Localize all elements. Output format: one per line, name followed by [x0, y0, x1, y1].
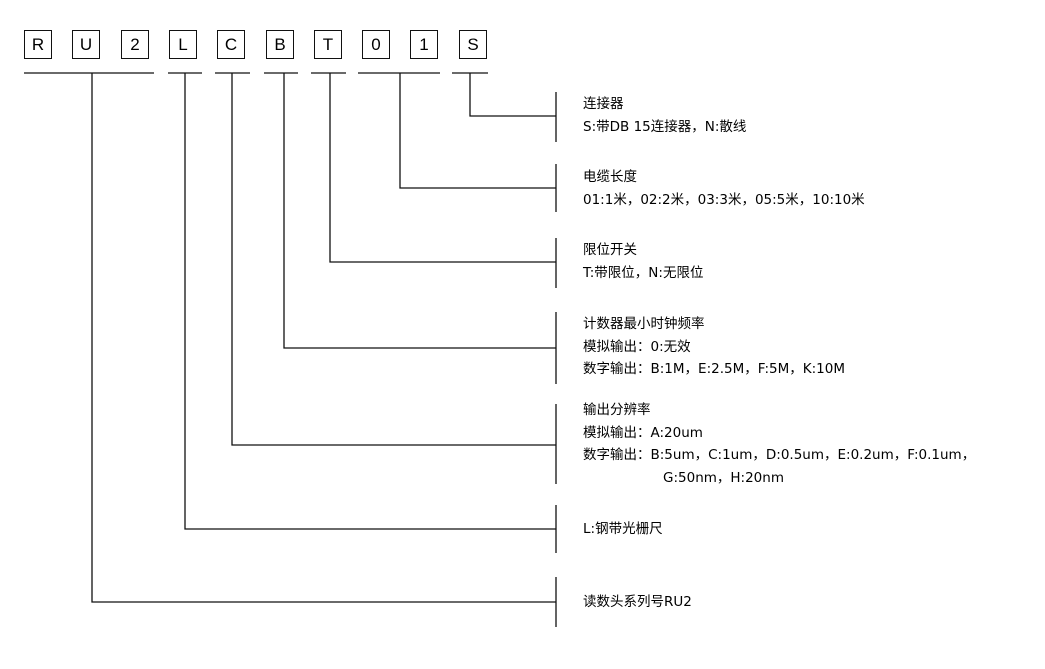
desc-scale-type-text: L:钢带光栅尺 [583, 521, 663, 537]
desc-scale-type: L:钢带光栅尺 [583, 518, 663, 541]
code-box-b: B [266, 30, 294, 59]
desc-counter-frequency-analog: 模拟输出：0:无效 [583, 338, 691, 355]
desc-limit-switch-options: T:带限位，N:无限位 [583, 264, 704, 281]
desc-connector-options: S:带DB 15连接器，N:散线 [583, 118, 747, 135]
leader-cable-length [399, 73, 556, 189]
desc-cable-length-options: 01:1米，02:2米，03:3米，05:5米，10:10米 [583, 191, 865, 208]
desc-output-resolution-digital-cont: G:50nm，H:20nm [663, 469, 784, 486]
desc-head-series-text: 读数头系列号RU2 [583, 594, 692, 610]
desc-limit-switch: 限位开关 T:带限位，N:无限位 [583, 239, 703, 284]
desc-limit-switch-title: 限位开关 [583, 242, 637, 258]
leader-output-resolution [231, 73, 556, 446]
leader-scale-type [184, 73, 556, 530]
code-box-2: 2 [121, 30, 149, 59]
desc-output-resolution-digital: 数字输出：B:5um，C:1um，D:0.5um，E:0.2um，F:0.1um… [583, 447, 976, 463]
desc-output-resolution-title: 输出分辨率 [583, 402, 651, 418]
code-box-t: T [314, 30, 342, 59]
code-box-u: U [72, 30, 100, 59]
desc-head-series: 读数头系列号RU2 [583, 591, 692, 614]
desc-counter-frequency: 计数器最小时钟频率 模拟输出：0:无效 数字输出：B:1M，E:2.5M，F:5… [583, 313, 845, 381]
leader-counter-frequency [283, 73, 556, 349]
desc-counter-frequency-digital: 数字输出：B:1M，E:2.5M，F:5M，K:10M [583, 361, 845, 377]
code-box-r: R [24, 30, 52, 59]
desc-output-resolution: 输出分辨率 模拟输出：A:20um 数字输出：B:5um，C:1um，D:0.5… [583, 399, 975, 489]
desc-counter-frequency-title: 计数器最小时钟频率 [583, 316, 705, 332]
code-box-s: S [459, 30, 487, 59]
desc-connector: 连接器 S:带DB 15连接器，N:散线 [583, 93, 746, 138]
leader-connector [469, 73, 556, 117]
desc-cable-length: 电缆长度 01:1米，02:2米，03:3米，05:5米，10:10米 [583, 166, 865, 211]
code-box-0: 0 [362, 30, 390, 59]
leader-head-series [91, 73, 556, 603]
desc-connector-title: 连接器 [583, 96, 624, 112]
code-box-l: L [169, 30, 197, 59]
leader-limit-switch [329, 73, 556, 263]
code-box-c: C [217, 30, 245, 59]
code-box-1: 1 [410, 30, 438, 59]
desc-output-resolution-analog: 模拟输出：A:20um [583, 424, 703, 441]
desc-cable-length-title: 电缆长度 [583, 169, 637, 185]
